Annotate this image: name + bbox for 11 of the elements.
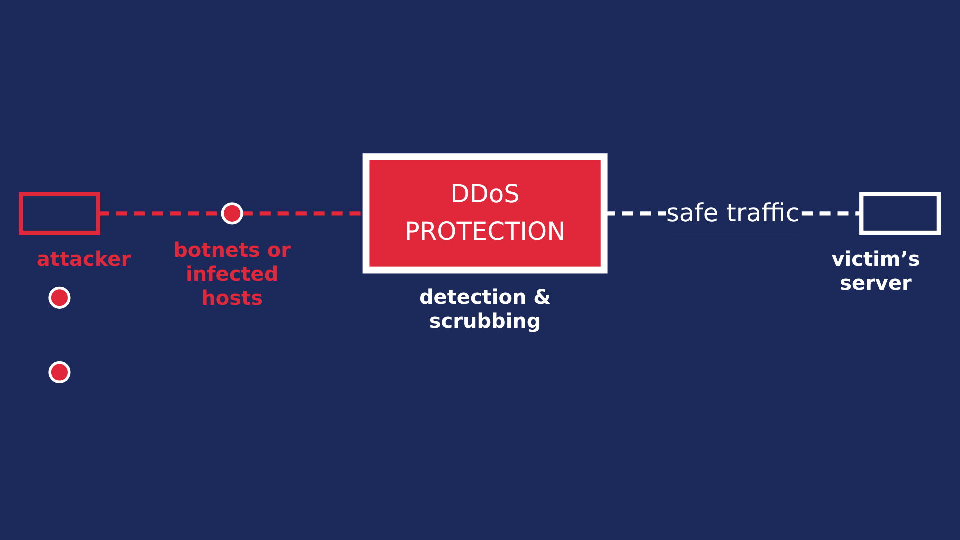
node-box bbox=[18, 192, 100, 236]
node-box bbox=[860, 192, 942, 236]
node-caption: botnets or infected hosts bbox=[172, 238, 292, 310]
node-caption: attacker bbox=[36, 247, 132, 272]
node-circle bbox=[221, 203, 244, 226]
node-caption: victim’s server bbox=[830, 247, 922, 296]
node-circle bbox=[48, 287, 71, 310]
node-caption: detection & scrubbing bbox=[418, 284, 552, 333]
node-box: DDoS PROTECTION bbox=[362, 154, 608, 274]
edge-label: safe traffic bbox=[666, 200, 800, 229]
node-circle bbox=[48, 362, 71, 384]
